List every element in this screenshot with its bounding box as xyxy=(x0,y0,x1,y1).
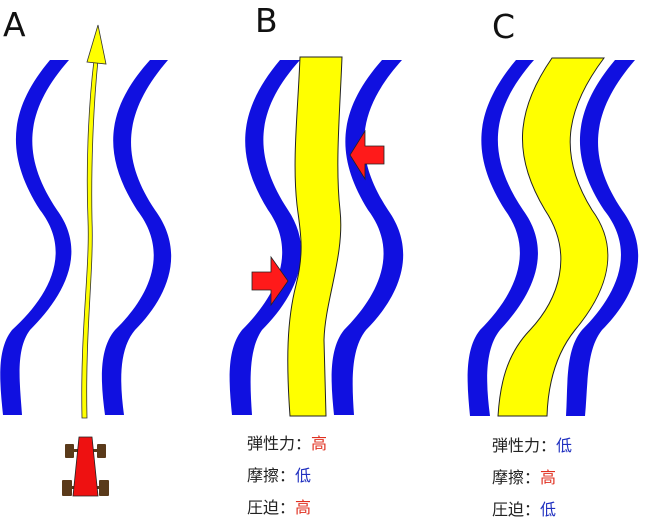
panel-c-property-pressure: 圧迫：低 xyxy=(492,502,556,518)
property-name: 弾性力 xyxy=(492,436,541,455)
property-separator: ： xyxy=(279,466,296,485)
panel-a xyxy=(0,24,172,497)
panel-b-property-elasticity: 弾性力：高 xyxy=(247,436,327,452)
panel-b-push-arrow-right xyxy=(251,255,289,307)
property-name: 摩擦 xyxy=(247,466,280,485)
property-value-high: 高 xyxy=(295,498,312,517)
panel-a-right-wall xyxy=(101,60,172,415)
panel-b-property-friction: 摩擦：低 xyxy=(247,468,311,484)
panel-c-property-friction: 摩擦：高 xyxy=(492,470,556,486)
red-block-arrow-icon xyxy=(349,129,385,181)
car-body xyxy=(72,436,99,497)
property-value-low: 低 xyxy=(295,466,312,485)
property-name: 弾性力 xyxy=(247,434,296,453)
property-name: 圧迫 xyxy=(492,500,525,519)
panel-c-label: C xyxy=(492,7,516,46)
property-value-low: 低 xyxy=(540,500,557,519)
property-value-low: 低 xyxy=(556,436,573,455)
panel-b-label: B xyxy=(255,1,278,40)
yellow-thin-arrow-icon xyxy=(86,24,107,65)
race-car-icon xyxy=(62,436,109,497)
property-value-high: 高 xyxy=(540,468,557,487)
property-value-high: 高 xyxy=(311,434,328,453)
property-separator: ： xyxy=(524,468,541,487)
panel-b xyxy=(229,56,404,417)
car-wheel-rl xyxy=(62,480,72,496)
panel-c-left-wall xyxy=(467,60,538,416)
property-separator: ： xyxy=(295,434,312,453)
panel-c-property-elasticity: 弾性力：低 xyxy=(492,438,572,454)
panel-c-tube xyxy=(497,57,609,417)
property-name: 圧迫 xyxy=(247,498,280,517)
property-separator: ： xyxy=(540,436,557,455)
panel-c xyxy=(467,57,639,417)
property-separator: ： xyxy=(524,500,541,519)
panel-a-left-wall xyxy=(0,60,72,415)
property-name: 摩擦 xyxy=(492,468,525,487)
panel-a-label: A xyxy=(3,5,26,44)
panel-b-left-wall xyxy=(229,60,302,415)
car-wheel-rr xyxy=(99,480,109,496)
panel-c-right-wall xyxy=(566,60,639,416)
car-wheel-fr xyxy=(97,444,106,458)
car-wheel-fl xyxy=(65,444,74,458)
panel-b-tube xyxy=(287,56,343,417)
panel-b-right-wall xyxy=(331,60,404,415)
property-separator: ： xyxy=(279,498,296,517)
panel-a-direction-arrow-shaft xyxy=(81,59,99,419)
panel-b-property-pressure: 圧迫：高 xyxy=(247,500,311,516)
